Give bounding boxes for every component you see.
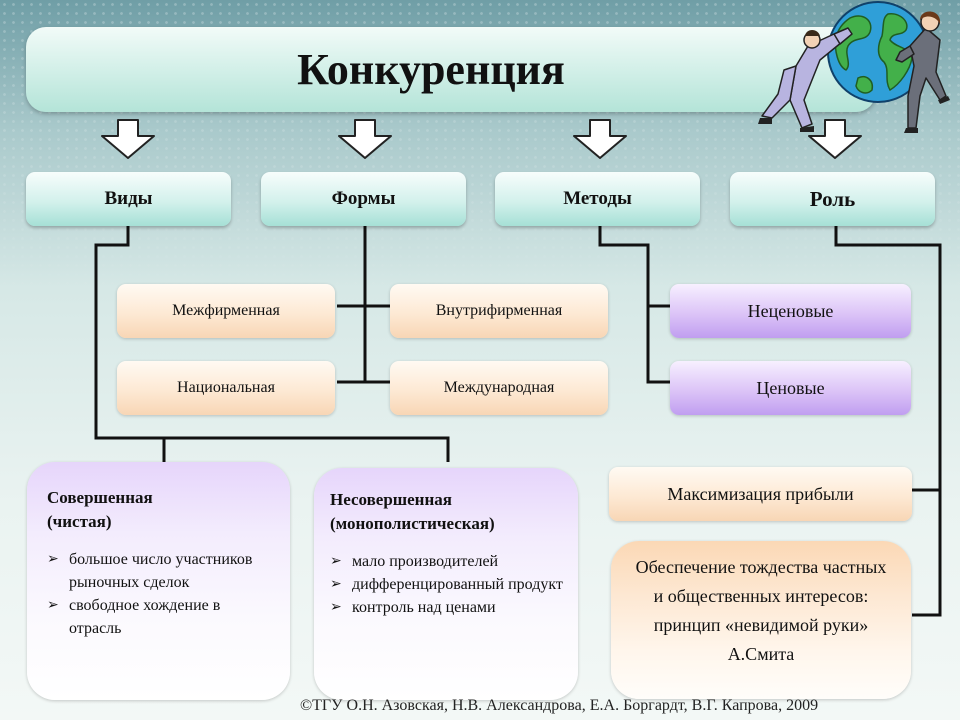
type-imperfect-box: Несовершенная (монополистическая) мало п…	[314, 468, 578, 700]
title-banner: Конкуренция	[26, 27, 876, 112]
down-arrow-formy	[338, 119, 392, 159]
page-title: Конкуренция	[297, 45, 565, 94]
form-mezhdunar: Международная	[390, 361, 608, 415]
line-metody	[598, 226, 670, 384]
globe-clipart-icon	[758, 1, 950, 133]
role-identity: Обеспечение тождества частных и обществе…	[611, 541, 911, 699]
category-metody: Методы	[495, 172, 700, 226]
type-imperfect-heading: Несовершенная	[330, 490, 452, 509]
down-arrow-rol	[808, 119, 862, 159]
method-tsenovye: Ценовые	[670, 361, 911, 415]
list-item: контроль над ценами	[330, 596, 564, 619]
category-vidy: Виды	[26, 172, 231, 226]
down-arrow-vidy	[101, 119, 155, 159]
category-rol: Роль	[730, 172, 935, 226]
line-rol	[834, 226, 942, 617]
form-natsional: Национальная	[117, 361, 335, 415]
list-item: мало производителей	[330, 550, 564, 573]
type-imperfect-subheading: (монополистическая)	[330, 514, 495, 533]
type-perfect-box: Совершенная (чистая) большое число участ…	[27, 462, 290, 700]
type-perfect-heading: Совершенная	[47, 488, 153, 507]
type-imperfect-list: мало производителей дифференцированный п…	[330, 550, 564, 619]
footer-credits: ©ТГУ О.Н. Азовская, Н.В. Александрова, Е…	[300, 697, 819, 714]
category-formy: Формы	[261, 172, 466, 226]
list-item: дифференцированный продукт	[330, 573, 564, 596]
list-item: большое число участников рыночных сделок	[47, 548, 272, 594]
type-perfect-subheading: (чистая)	[47, 512, 112, 531]
type-perfect-list: большое число участников рыночных сделок…	[47, 548, 272, 640]
down-arrow-metody	[573, 119, 627, 159]
list-item: свободное хождение в отрасль	[47, 594, 272, 640]
form-vnutrifirm: Внутрифирменная	[390, 284, 608, 338]
method-netsenovye: Неценовые	[670, 284, 911, 338]
form-mezhfirm: Межфирменная	[117, 284, 335, 338]
line-vidy	[94, 226, 450, 462]
role-max-profit: Максимизация прибыли	[609, 467, 912, 521]
